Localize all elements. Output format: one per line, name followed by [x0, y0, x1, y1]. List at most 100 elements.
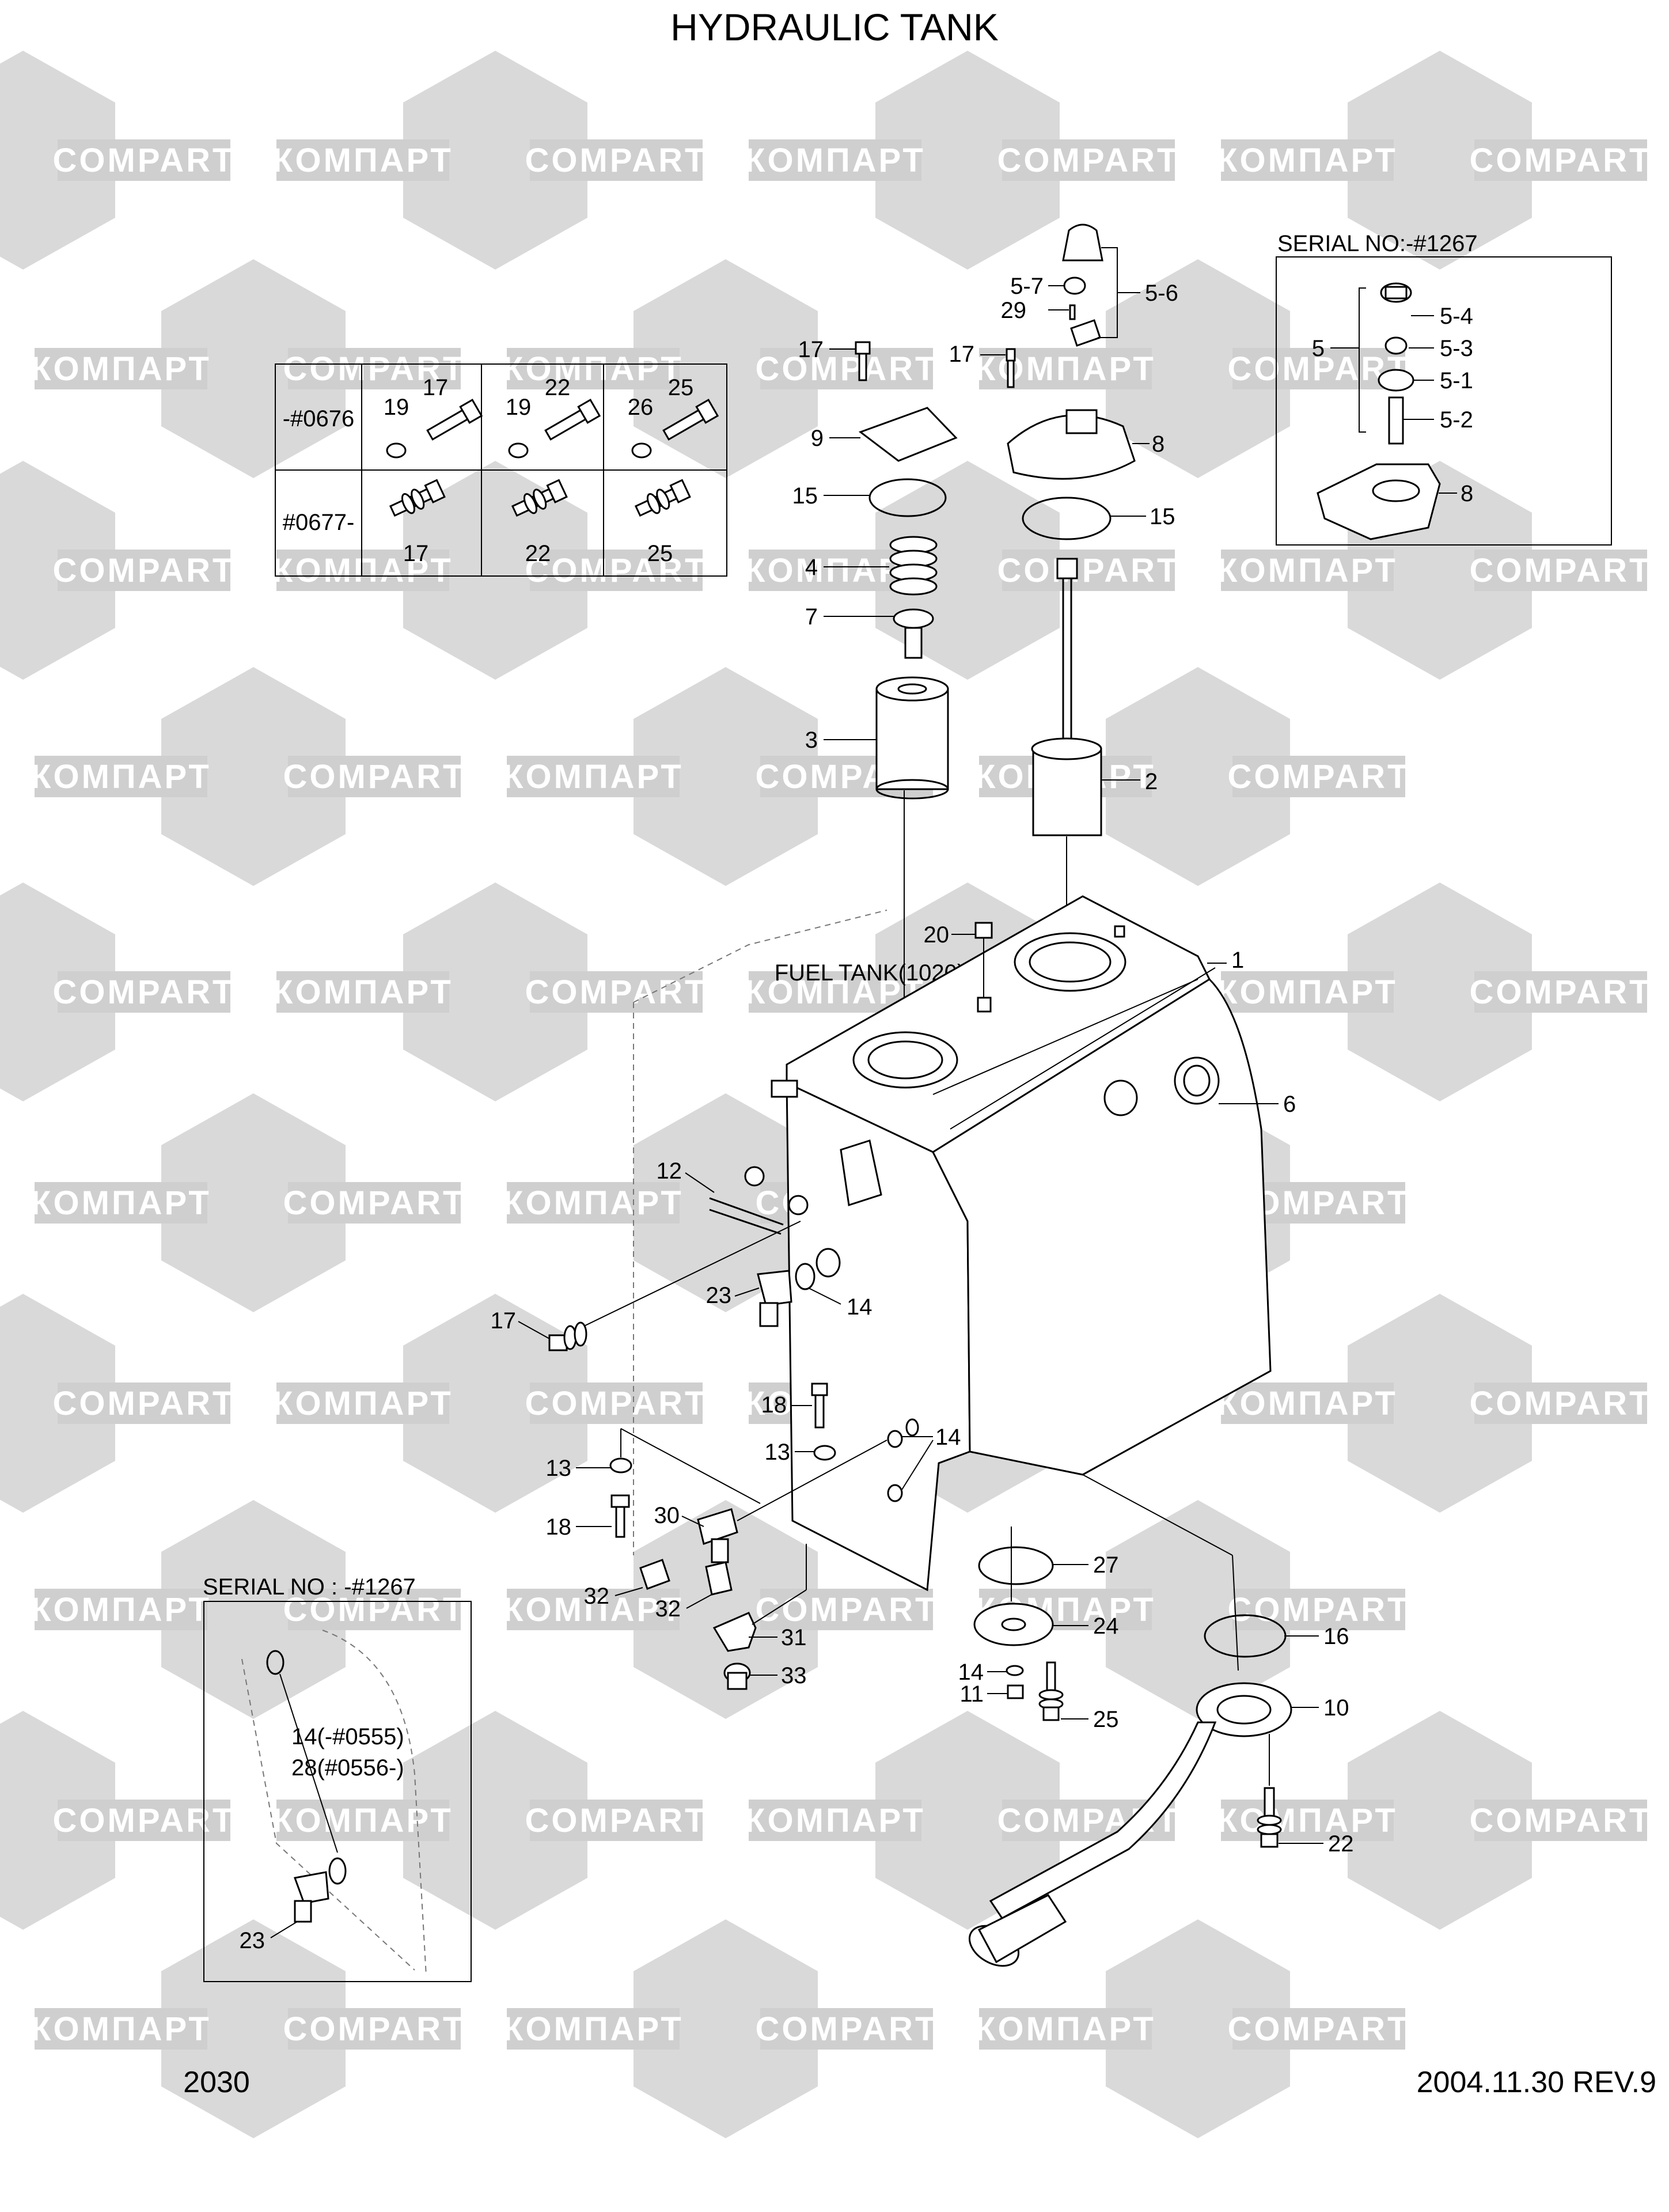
serial-cell: 19 17: [384, 375, 483, 459]
svg-text:25: 25: [1093, 1707, 1119, 1732]
serial-note: SERIAL NO:-#1267: [1277, 231, 1478, 256]
svg-text:32: 32: [655, 1596, 681, 1622]
svg-text:7: 7: [805, 604, 818, 630]
bottom-cover-assembly: 27 24 14 11 25: [958, 1527, 1119, 1732]
watermark-text: COMPART: [1228, 2010, 1410, 2048]
svg-text:14: 14: [847, 1294, 873, 1320]
watermark-text: КОМПАРТ: [272, 142, 453, 179]
watermark-text: COMPART: [53, 552, 236, 589]
o-ring: [266, 1650, 285, 1675]
watermark-text: КОМПАРТ: [975, 350, 1156, 388]
watermark-text: COMPART: [53, 1802, 236, 1839]
washer-part: [386, 442, 407, 459]
return-fittings: 18 13 14: [761, 1382, 961, 1502]
bolt-17-right: [1006, 348, 1016, 388]
watermark-text: КОМПАРТ: [31, 350, 211, 388]
serial-cell: 17: [389, 479, 446, 566]
svg-text:22: 22: [1328, 1831, 1354, 1857]
watermark-text: COMPART: [283, 2010, 466, 2048]
watermark-text: КОМПАРТ: [503, 2010, 684, 2048]
breather-nut: [1063, 276, 1086, 295]
fuel-tank-outline: [633, 910, 887, 1003]
watermark-text: COMPART: [1470, 142, 1652, 179]
watermark-logo: КОМПАРТ COMPART: [272, 51, 708, 270]
svg-text:27: 27: [1093, 1552, 1119, 1578]
watermark-text: COMPART: [525, 142, 708, 179]
drain-fittings: 13 18 30 32 32 31 33: [546, 1428, 887, 1690]
watermark-text: КОМПАРТ: [503, 758, 684, 796]
watermark-text: COMPART: [53, 974, 236, 1011]
serial-cell: 19 22: [506, 375, 601, 459]
svg-text:17: 17: [949, 342, 975, 367]
watermark-text: COMPART: [283, 1591, 466, 1628]
watermark-text: КОМПАРТ: [503, 1591, 684, 1628]
watermark-text: КОМПАРТ: [503, 350, 684, 388]
svg-text:15: 15: [1150, 504, 1175, 529]
level-gauge-6: 6: [1103, 1056, 1296, 1117]
watermark-text: КОМПАРТ: [1217, 974, 1398, 1011]
svg-text:29: 29: [1001, 298, 1027, 323]
svg-text:5-7: 5-7: [1010, 274, 1044, 299]
watermark-text: КОМПАРТ: [1217, 552, 1398, 589]
watermark-text: COMPART: [1470, 1802, 1652, 1839]
svg-text:32: 32: [584, 1584, 610, 1609]
watermark-text: COMPART: [756, 2010, 938, 2048]
svg-text:16: 16: [1323, 1624, 1349, 1649]
suction-pipe-10: [989, 1721, 1217, 1919]
upper-assembly: 5-6 5-7 29 17 17 9 8 15 15: [792, 224, 1178, 1037]
spring-4: [889, 536, 938, 596]
range-note: 14(-#0555): [291, 1724, 404, 1749]
watermark-text: КОМПАРТ: [975, 2010, 1156, 2048]
watermark-text: КОМПАРТ: [1217, 1802, 1398, 1839]
watermark-logo: КОМПАРТ COMPART: [975, 1919, 1410, 2138]
watermark-text: КОМПАРТ: [272, 1385, 453, 1422]
flange-10: [1196, 1682, 1292, 1737]
svg-text:14: 14: [958, 1660, 984, 1685]
svg-text:20: 20: [924, 922, 950, 948]
svg-text:25: 25: [668, 375, 694, 400]
watermark-text: КОМПАРТ: [31, 2010, 211, 2048]
svg-text:8: 8: [1461, 481, 1473, 506]
watermark-text: COMPART: [53, 1385, 236, 1422]
serial-inset-top-right: SERIAL NO:-#1267 5 5-4 5-3 5-1 5-2 8: [1276, 231, 1612, 546]
watermark-text: COMPART: [1470, 552, 1652, 589]
svg-text:8: 8: [1152, 431, 1164, 457]
nut-part: [1384, 336, 1408, 355]
serial-cell: 26 25: [628, 375, 719, 459]
svg-text:23: 23: [706, 1283, 732, 1308]
range-note: 28(#0556-): [291, 1755, 404, 1781]
watermark-text: COMPART: [525, 1385, 708, 1422]
svg-text:5-1: 5-1: [1440, 368, 1473, 393]
svg-text:22: 22: [545, 375, 571, 400]
bolt-17-left: [855, 341, 871, 381]
svg-text:9: 9: [811, 426, 824, 451]
watermark-text: КОМПАРТ: [745, 1802, 925, 1839]
watermark-text: COMPART: [525, 1802, 708, 1839]
watermark-text: COMPART: [1228, 1591, 1410, 1628]
svg-text:5-3: 5-3: [1440, 336, 1473, 361]
breather-cap: [1062, 224, 1103, 262]
bolt-part: [544, 399, 601, 441]
cover-8: [1007, 414, 1136, 480]
washer-part: [508, 442, 529, 459]
filter-3: [875, 688, 949, 790]
svg-text:5-4: 5-4: [1440, 304, 1473, 329]
watermark-text: COMPART: [525, 974, 708, 1011]
plate-part: [1317, 463, 1441, 540]
svg-text:2: 2: [1145, 769, 1158, 794]
watermark-text: КОМПАРТ: [745, 142, 925, 179]
svg-text:31: 31: [781, 1625, 807, 1650]
bolt-part: [511, 479, 568, 517]
hydraulic-tank-body: FUEL TANK(1020) 1: [633, 895, 1272, 1592]
